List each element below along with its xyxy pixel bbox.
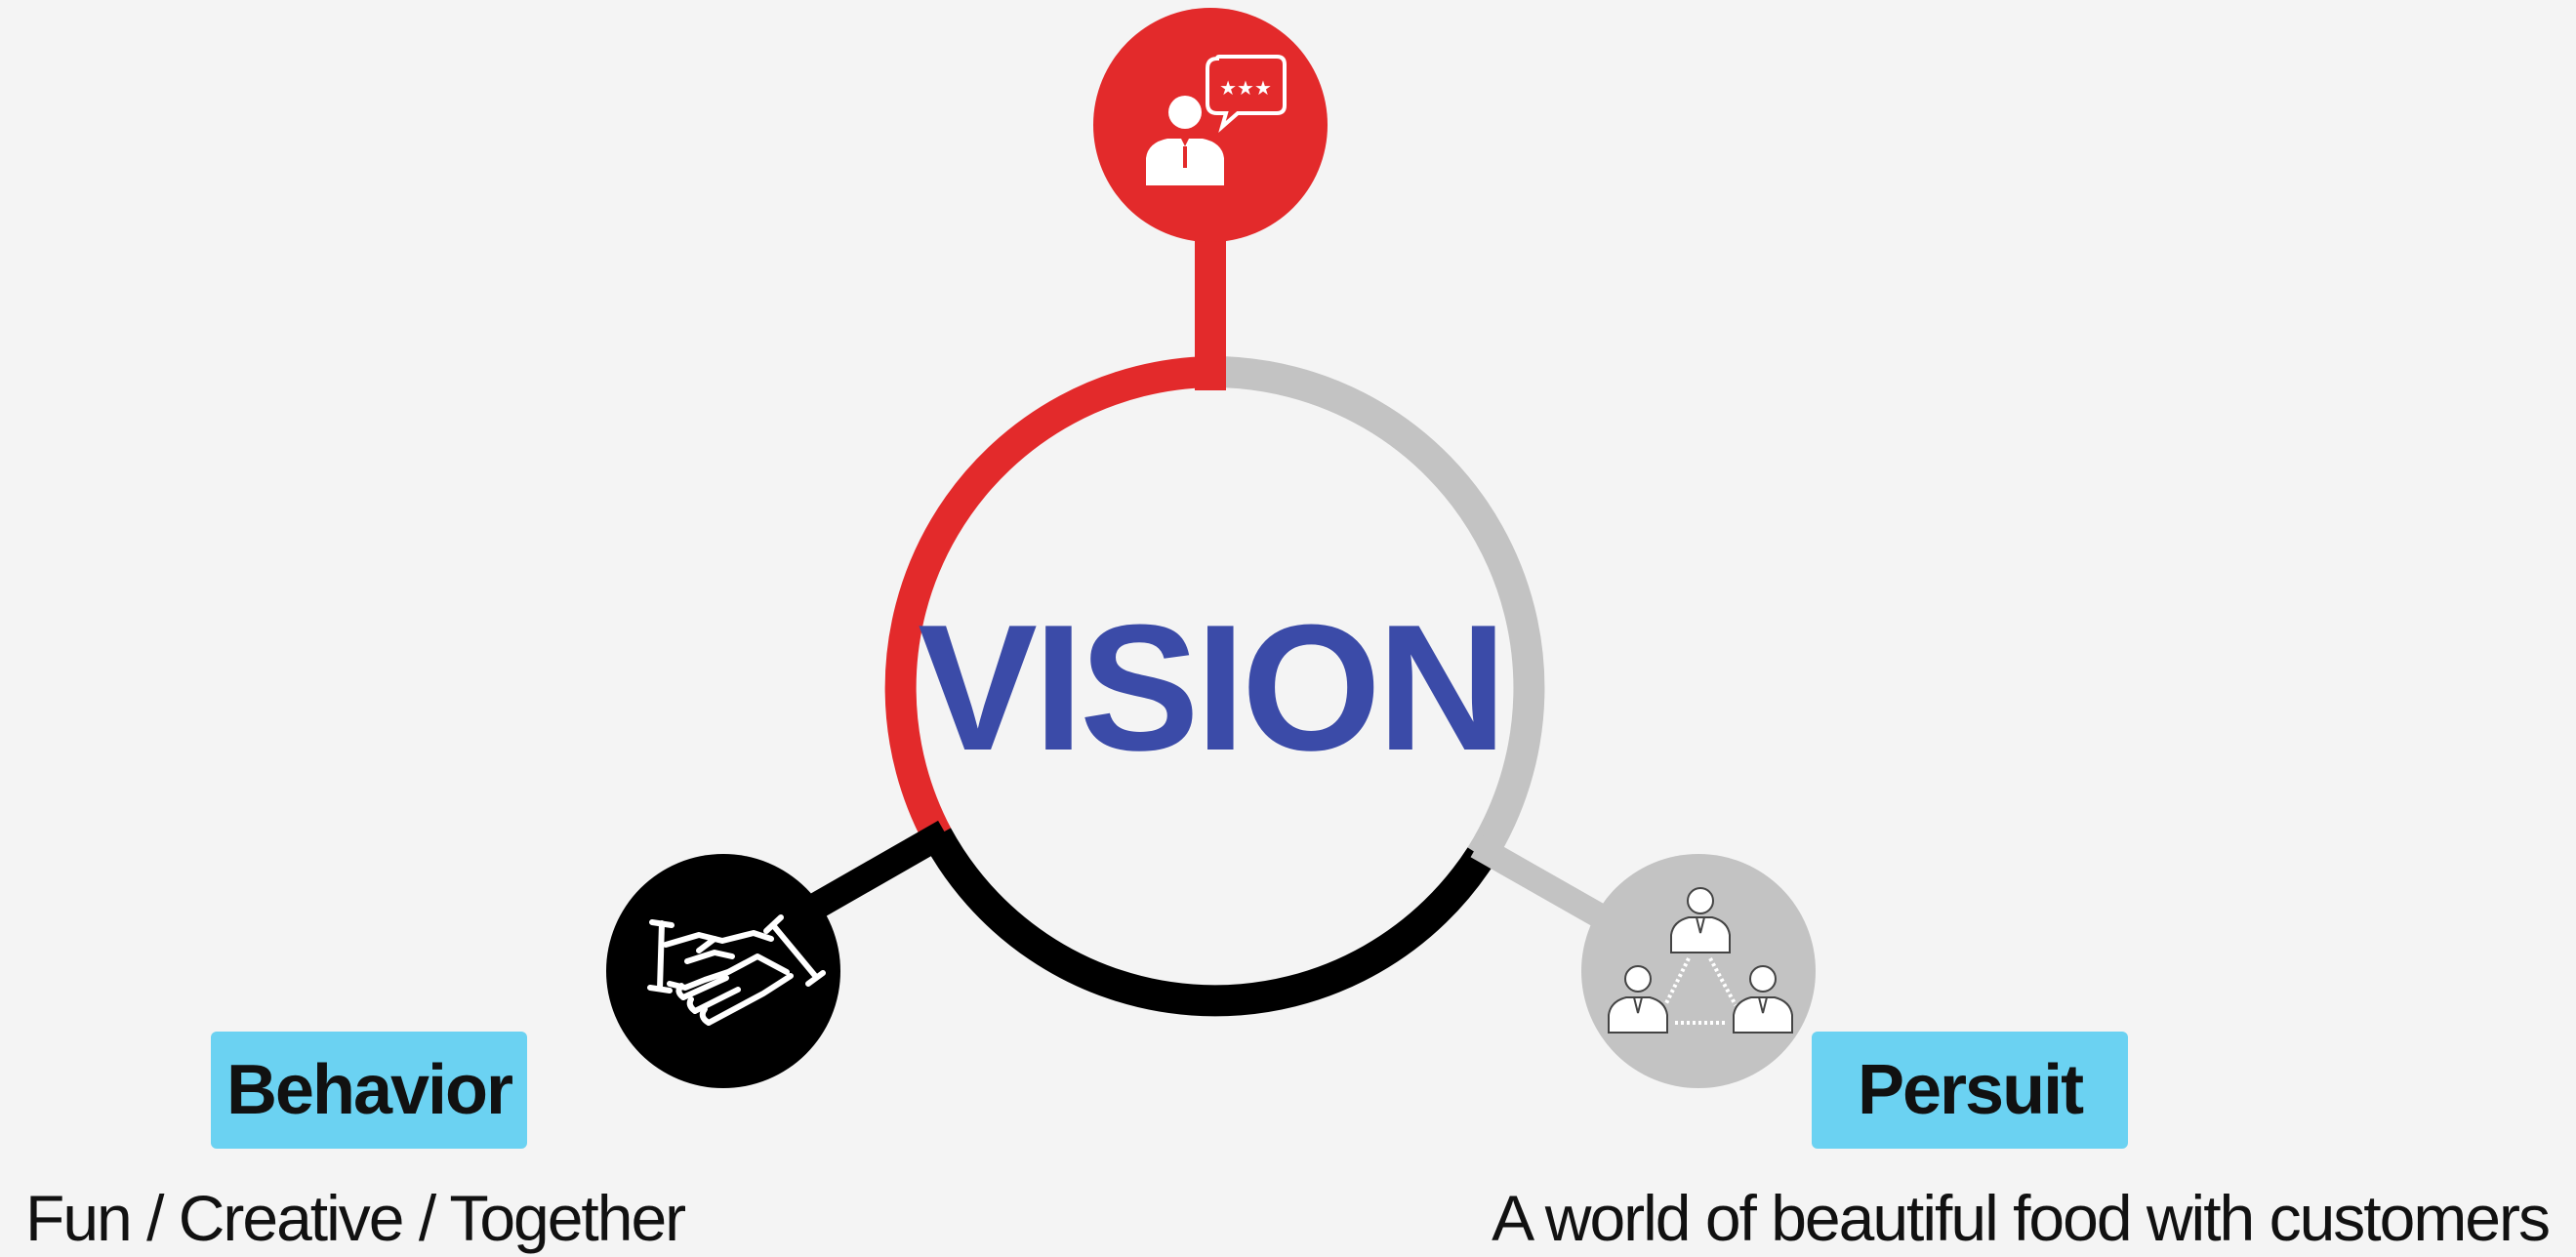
handshake-icon	[647, 914, 826, 1026]
behavior-badge: Behavior	[211, 1032, 527, 1149]
left-node	[606, 854, 840, 1088]
ring-black-arc	[922, 828, 1494, 1017]
team-network-icon	[1608, 887, 1793, 1034]
vision-title: VISION	[918, 587, 1503, 788]
right-node	[1581, 854, 1816, 1088]
ring-gray-arc	[1209, 355, 1545, 865]
connector-top	[1195, 226, 1226, 390]
customer-review-icon: ★★★	[1146, 55, 1287, 185]
svg-text:★★★: ★★★	[1219, 76, 1272, 100]
connector-right	[1470, 834, 1617, 934]
connector-left	[803, 820, 952, 922]
vision-ring	[884, 355, 1545, 1017]
top-node-circle	[1093, 8, 1328, 242]
top-node: ★★★	[1093, 8, 1328, 242]
persuit-caption: A world of beautiful food with customers	[1492, 1182, 2551, 1254]
ring-red-arc	[884, 356, 1211, 843]
behavior-caption: Fun / Creative / Together	[25, 1182, 686, 1254]
persuit-badge: Persuit	[1812, 1032, 2128, 1149]
